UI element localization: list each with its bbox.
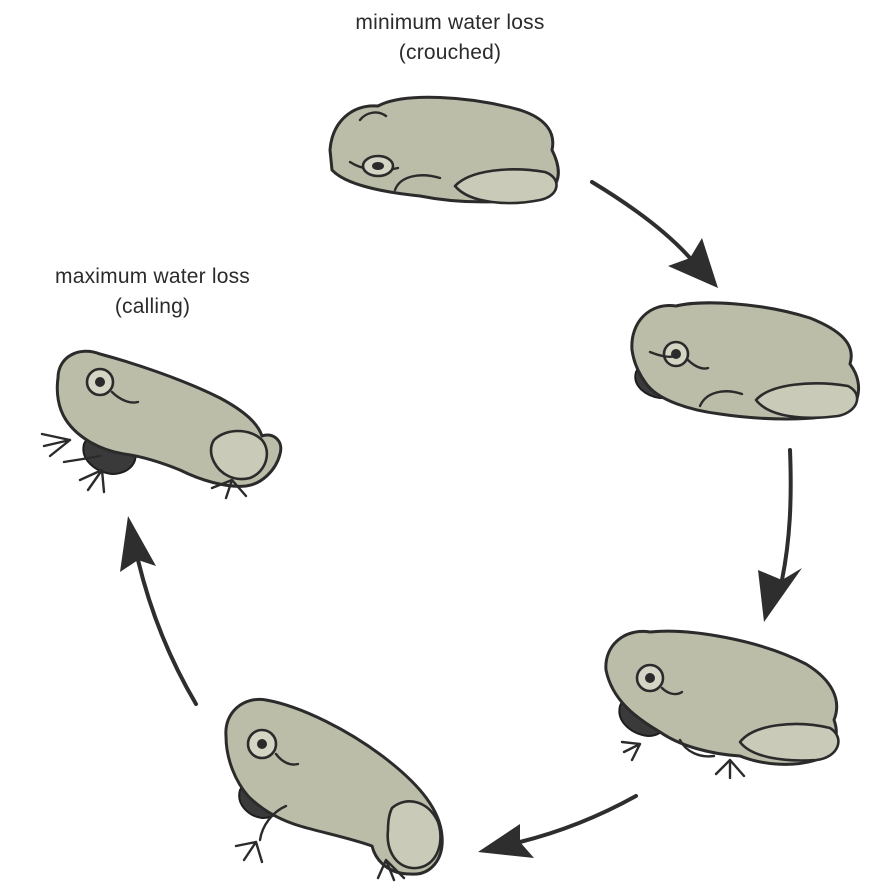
arrow-crouched-to-raised: [592, 182, 718, 288]
frog-crouched: [330, 97, 558, 203]
arrow-semi-upright-to-upright: [478, 796, 636, 858]
frog-crouched-raised: [632, 303, 859, 419]
arrow-upright-to-calling: [120, 516, 196, 704]
frog-calling: [42, 351, 281, 498]
arrow-raised-to-semi-upright: [758, 450, 802, 622]
frog-upright: [226, 699, 442, 880]
frog-semi-upright: [606, 631, 839, 778]
